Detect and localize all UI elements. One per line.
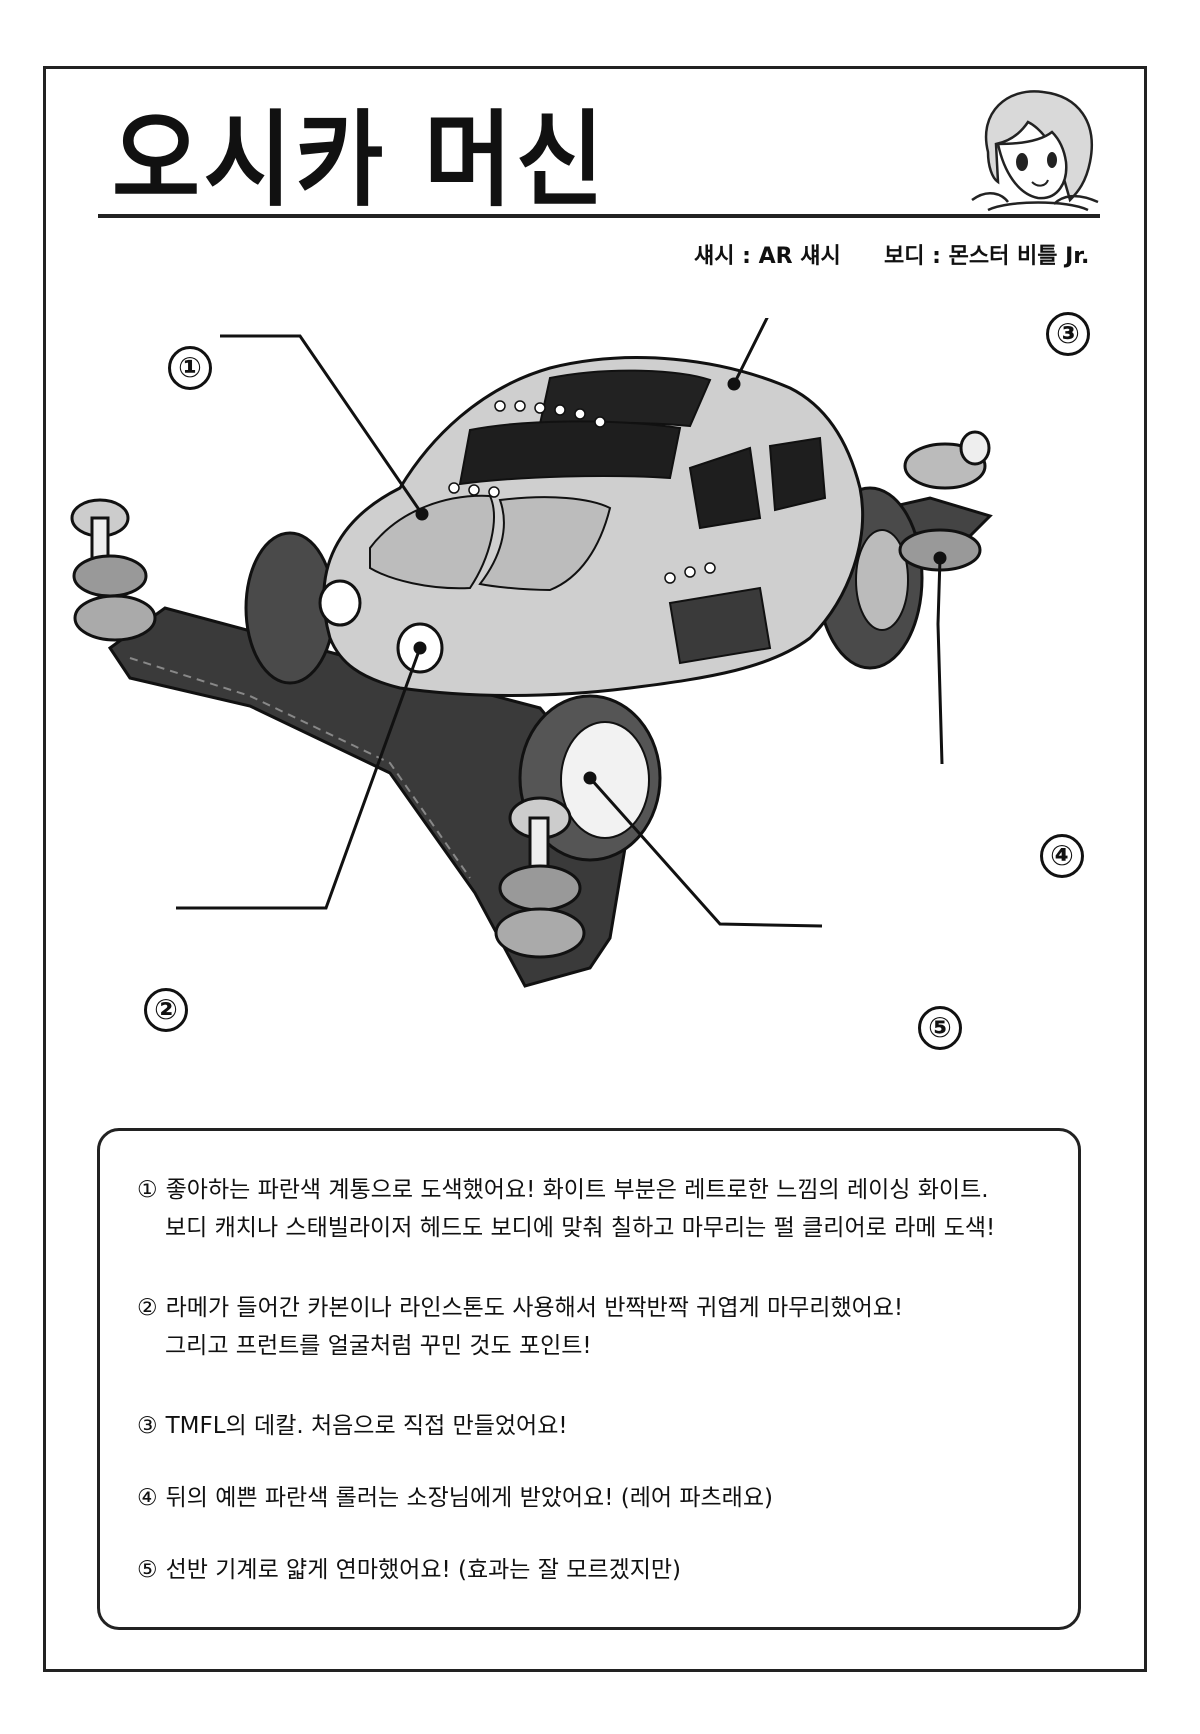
note-3: ③ TMFL의 데칼. 처음으로 직접 만들었어요!: [137, 1407, 1057, 1445]
note-number: ⑤: [137, 1557, 158, 1583]
callout-2: ②: [144, 988, 188, 1032]
page-frame: [43, 66, 1147, 1672]
body-spec: 보디 : 몬스터 비틀 Jr.: [884, 244, 1090, 269]
note-number: ③: [137, 1413, 158, 1439]
note-text: TMFL의 데칼. 처음으로 직접 만들었어요!: [165, 1413, 568, 1439]
note-1: ① 좋아하는 파란색 계통으로 도색했어요! 화이트 부분은 레트로한 느낌의 레…: [137, 1171, 1057, 1247]
note-text: 라메가 들어간 카본이나 라인스톤도 사용해서 반짝반짝 귀엽게 마무리했어요!: [165, 1295, 904, 1321]
chassis-spec: 섀시 : AR 섀시: [694, 244, 841, 269]
notes-box: ① 좋아하는 파란색 계통으로 도색했어요! 화이트 부분은 레트로한 느낌의 레…: [97, 1128, 1081, 1630]
car-illustration: [70, 318, 993, 988]
note-number: ①: [137, 1177, 158, 1203]
note-5: ⑤ 선반 기계로 얇게 연마했어요! (효과는 잘 모르겠지만): [137, 1551, 1057, 1589]
callout-1: ①: [168, 346, 212, 390]
note-4: ④ 뒤의 예쁜 파란색 롤러는 소장님에게 받았어요! (레어 파츠래요): [137, 1479, 1057, 1517]
callout-5: ⑤: [918, 1006, 962, 1050]
note-text-continued: 그리고 프런트를 얼굴처럼 꾸민 것도 포인트!: [165, 1333, 592, 1359]
title-underline: [98, 214, 1100, 218]
note-text-continued: 보디 캐치나 스태빌라이저 헤드도 보디에 맞춰 칠하고 마무리는 펄 클리어로…: [165, 1215, 996, 1241]
character-avatar: [971, 90, 1099, 212]
callout-4: ④: [1040, 834, 1084, 878]
note-number: ②: [137, 1295, 158, 1321]
callout-3: ③: [1046, 312, 1090, 356]
note-text: 좋아하는 파란색 계통으로 도색했어요! 화이트 부분은 레트로한 느낌의 레이…: [165, 1177, 989, 1203]
page-title: 오시카 머신: [112, 99, 608, 221]
note-2: ② 라메가 들어간 카본이나 라인스톤도 사용해서 반짝반짝 귀엽게 마무리했어요…: [137, 1289, 1057, 1365]
note-text: 선반 기계로 얇게 연마했어요! (효과는 잘 모르겠지만): [165, 1557, 682, 1583]
note-text: 뒤의 예쁜 파란색 롤러는 소장님에게 받았어요! (레어 파츠래요): [165, 1485, 773, 1511]
note-number: ④: [137, 1485, 158, 1511]
